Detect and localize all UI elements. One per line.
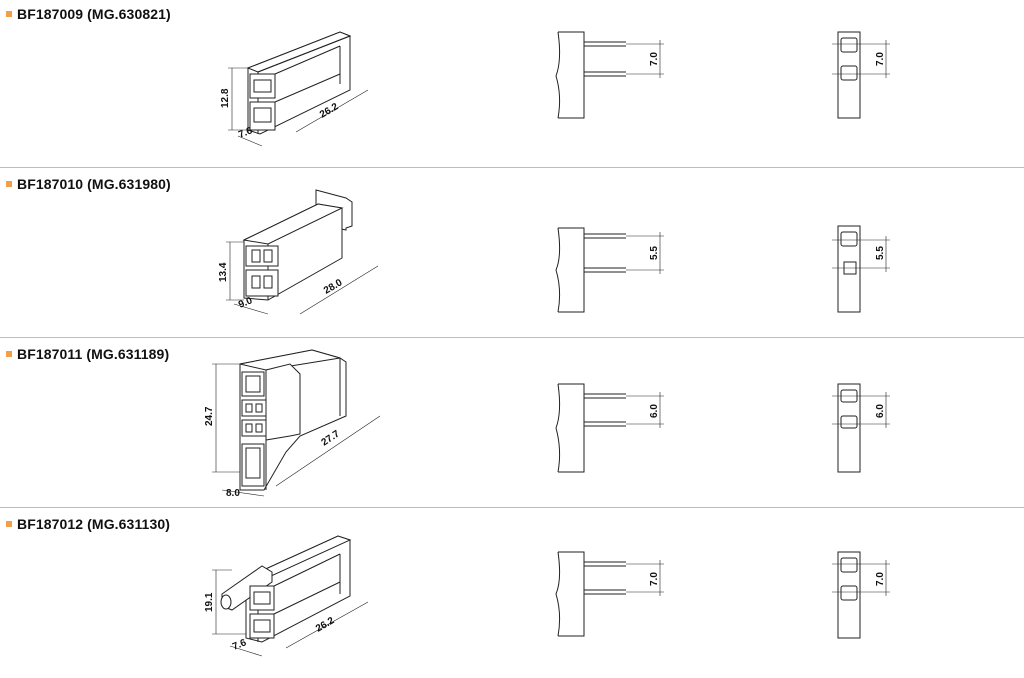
bullet-icon bbox=[6, 521, 12, 527]
product-title-text: BF187009 (MG.630821) bbox=[17, 6, 171, 22]
connector-isometric-drawing bbox=[246, 31, 352, 135]
width-dimension: 9.0 bbox=[237, 295, 254, 311]
side-pitch-dimension: 6.0 bbox=[649, 404, 660, 418]
front-view-drawing bbox=[832, 383, 890, 473]
width-dimension: 7.6 bbox=[237, 125, 254, 141]
front-pitch-dimension: 6.0 bbox=[875, 404, 886, 418]
height-dimension: 19.1 bbox=[204, 592, 215, 612]
connector-isometric-drawing bbox=[220, 535, 352, 643]
product-title: BF187010 (MG.631980) bbox=[6, 176, 171, 192]
front-view-drawing bbox=[832, 31, 890, 119]
front-pitch-dimension: 7.0 bbox=[875, 572, 886, 586]
height-dimension: 12.8 bbox=[220, 88, 231, 108]
product-title-text: BF187012 (MG.631130) bbox=[17, 516, 170, 532]
row-1-drawings: 12.8 7.6 26.2 7.0 7.0 bbox=[220, 31, 890, 147]
bullet-icon bbox=[6, 351, 12, 357]
side-view-drawing bbox=[555, 31, 664, 119]
product-row-1: BF187009 (MG.630821) 12.8 7.6 26.2 bbox=[0, 0, 1024, 168]
bullet-icon bbox=[6, 181, 12, 187]
width-dimension: 7.6 bbox=[231, 637, 248, 653]
bullet-icon bbox=[6, 11, 12, 17]
front-view-drawing bbox=[832, 551, 890, 639]
height-dimension: 13.4 bbox=[218, 262, 229, 282]
row-divider bbox=[0, 337, 1024, 338]
product-title-text: BF187011 (MG.631189) bbox=[17, 346, 170, 362]
connector-isometric-drawing bbox=[242, 189, 353, 301]
front-pitch-dimension: 7.0 bbox=[875, 52, 886, 66]
dimension-lines bbox=[212, 569, 369, 657]
row-divider bbox=[0, 507, 1024, 508]
dimension-lines bbox=[226, 241, 379, 315]
side-pitch-dimension: 7.0 bbox=[649, 572, 660, 586]
side-view-drawing bbox=[555, 383, 664, 473]
length-dimension: 26.2 bbox=[314, 615, 337, 634]
side-view-drawing bbox=[555, 227, 664, 313]
front-pitch-dimension: 5.5 bbox=[875, 246, 886, 260]
side-view-drawing bbox=[555, 551, 664, 637]
front-view-drawing bbox=[832, 225, 890, 313]
product-title-text: BF187010 (MG.631980) bbox=[17, 176, 171, 192]
length-dimension: 27.7 bbox=[320, 428, 343, 448]
side-pitch-dimension: 7.0 bbox=[649, 52, 660, 66]
dimension-lines bbox=[212, 363, 381, 497]
dimension-lines bbox=[228, 67, 369, 147]
connector-isometric-drawing bbox=[239, 349, 347, 491]
product-row-4: BF187012 (MG.631130) 19.1 7.6 26.2 bbox=[0, 510, 1024, 678]
product-row-3: BF187011 (MG.631189) 24.7 bbox=[0, 340, 1024, 508]
product-title: BF187009 (MG.630821) bbox=[6, 6, 171, 22]
row-3-drawings: 24.7 8.0 27.7 6.0 6.0 bbox=[204, 349, 890, 499]
width-dimension: 8.0 bbox=[226, 488, 240, 499]
product-title: BF187012 (MG.631130) bbox=[6, 516, 170, 532]
side-pitch-dimension: 5.5 bbox=[649, 246, 660, 260]
row-4-drawings: 19.1 7.6 26.2 7.0 7.0 bbox=[204, 535, 890, 657]
row-divider bbox=[0, 167, 1024, 168]
height-dimension: 24.7 bbox=[204, 406, 215, 426]
product-title: BF187011 (MG.631189) bbox=[6, 346, 169, 362]
row-2-drawings: 13.4 9.0 28.0 5.5 5.5 bbox=[218, 189, 890, 315]
product-row-2: BF187010 (MG.631980) 13.4 9.0 28.0 bbox=[0, 170, 1024, 338]
